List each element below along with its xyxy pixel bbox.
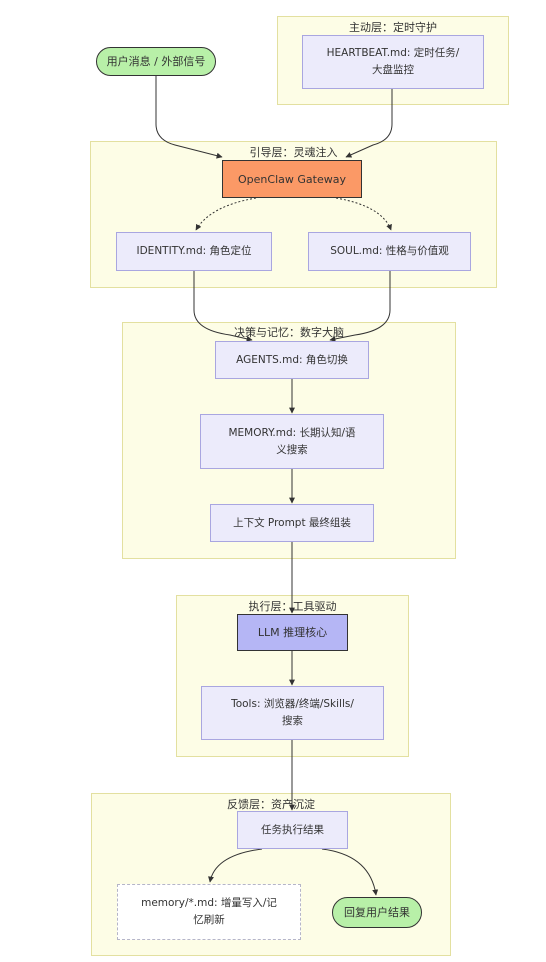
edge-identity-to-agents (193, 271, 253, 342)
edge-soul-to-agents (329, 271, 391, 342)
node-user-message: 用户消息 / 外部信号 (96, 47, 216, 76)
group-label-active: 主动层：定时守护 (349, 21, 437, 34)
node-tools: Tools: 浏览器/终端/Skills/搜索 (201, 686, 384, 740)
group-label-decision: 决策与记忆：数字大脑 (234, 326, 344, 339)
edge-gateway-to-identity (195, 197, 257, 231)
edge-result-to-reply (321, 848, 379, 896)
node-heartbeat: HEARTBEAT.md: 定时任务/大盘监控 (302, 35, 484, 89)
edge-gateway-to-soul (335, 197, 392, 231)
node-soul: SOUL.md: 性格与价值观 (308, 232, 471, 271)
node-reply-user: 回复用户结果 (332, 897, 422, 928)
edge-user-to-gateway (155, 76, 223, 159)
edge-result-to-memfile (208, 848, 263, 883)
node-identity: IDENTITY.md: 角色定位 (116, 232, 272, 271)
node-openclaw-gateway: OpenClaw Gateway (222, 160, 362, 198)
node-agents: AGENTS.md: 角色切换 (215, 341, 369, 379)
node-llm-core: LLM 推理核心 (237, 614, 348, 651)
edge-heartbeat-to-gateway (345, 89, 393, 158)
node-prompt-assembly: 上下文 Prompt 最终组装 (210, 504, 374, 542)
group-label-guide: 引导层：灵魂注入 (249, 146, 338, 159)
node-memory-files: memory/*.md: 增量写入/记忆刷新 (117, 884, 301, 940)
node-memory: MEMORY.md: 长期认知/语义搜索 (200, 414, 384, 469)
node-task-result: 任务执行结果 (237, 811, 348, 849)
